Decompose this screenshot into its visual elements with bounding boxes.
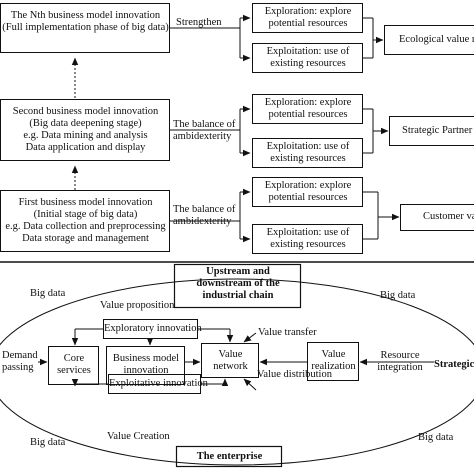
first-innovation-eg2: Data storage and management [22, 233, 149, 244]
nth-explore-box [252, 3, 363, 33]
resource-integration-line1: Resource [380, 350, 420, 361]
strategic-partner-label: Strategic Partner [402, 125, 473, 136]
value-network-line1: Value [218, 349, 243, 360]
nth-explore-line1: Exploration: explore [264, 6, 352, 17]
first-explore-line2: potential resources [268, 192, 348, 203]
first-balance-line1: The balance of [173, 204, 236, 215]
value-proposition-label: Value proposition [100, 300, 175, 311]
bmi-box [106, 346, 185, 385]
second-balance-line1: The balance of [173, 119, 236, 130]
nth-innovation-title: The Nth business model innovation [10, 10, 161, 21]
value-network-line2: network [213, 361, 248, 372]
first-exploit-line2: existing resources [270, 239, 346, 250]
first-innovation-box [0, 190, 170, 252]
upstream-line2: downstream of the [196, 278, 280, 289]
second-balance-line2: ambidexterity [173, 131, 232, 142]
big-data-top-left: Big data [30, 288, 66, 299]
value-transfer-label: Value transfer [258, 327, 317, 338]
exploratory-innovation-label: Exploratory innovation [104, 323, 202, 334]
first-exploit-line1: Exploitation: use of [266, 227, 350, 238]
customer-value-label: Customer val [423, 211, 474, 222]
core-services-line1: Core [63, 353, 85, 364]
second-explore-box [252, 94, 363, 124]
nth-exploit-line2: existing resources [270, 58, 346, 69]
first-balance-line2: ambidexterity [173, 216, 232, 227]
second-exploit-box [252, 138, 363, 168]
value-realization-box [307, 342, 359, 381]
enterprise-label: The enterprise [196, 451, 263, 462]
upstream-box [173, 263, 302, 309]
second-exploit-line1: Exploitation: use of [266, 141, 350, 152]
big-data-bottom-right: Big data [418, 432, 454, 443]
value-distribution-label: Value distribution [257, 369, 332, 380]
bmi-line2: innovation [123, 365, 169, 376]
enterprise-ellipse [0, 278, 474, 466]
second-exploit-line2: existing resources [270, 153, 346, 164]
bmi-line1: Business model [112, 353, 180, 364]
nth-exploit-line1: Exploitation: use of [266, 46, 350, 57]
first-innovation-title: First business model innovation [18, 197, 153, 208]
nth-explore-line2: potential resources [268, 18, 348, 29]
big-data-bottom-left: Big data [30, 437, 66, 448]
first-explore-line1: Exploration: explore [264, 180, 352, 191]
first-innovation-stage: (Initial stage of big data) [33, 209, 138, 220]
second-innovation-eg2: Data application and display [25, 142, 146, 153]
second-innovation-stage: (Big data deepening stage) [29, 118, 142, 129]
upstream-line1: Upstream and [206, 266, 270, 277]
value-network-box [201, 343, 259, 378]
value-creation-label: Value Creation [107, 431, 170, 442]
strengthen-label: Strengthen [176, 17, 222, 28]
ecological-value-box [384, 25, 474, 55]
upstream-line3: industrial chain [202, 290, 274, 301]
big-data-top-right: Big data [380, 290, 416, 301]
nth-exploit-box [252, 43, 363, 73]
demand-line2: passing [2, 362, 34, 373]
ecological-value-label: Ecological value r [399, 34, 474, 45]
value-realization-line2: realization [311, 361, 356, 372]
first-exploit-box [252, 224, 363, 254]
second-innovation-eg1: e.g. Data mining and analysis [23, 130, 148, 141]
nth-innovation-subtitle: (Full implementation phase of big data) [2, 22, 169, 33]
value-realization-line1: Value [321, 349, 346, 360]
second-explore-line1: Exploration: explore [264, 97, 352, 108]
demand-line1: Demand [2, 350, 38, 361]
exploitative-innovation-label: Exploitative innovation [109, 378, 208, 389]
enterprise-box [175, 445, 283, 468]
nth-innovation-box [0, 3, 170, 53]
strategic-label: Strategic I [434, 359, 474, 370]
first-innovation-eg1: e.g. Data collection and preprocessing [5, 221, 166, 232]
resource-integration-line2: integration [377, 362, 423, 373]
second-innovation-title: Second business model innovation [12, 106, 159, 117]
first-explore-box [252, 177, 363, 207]
second-explore-line2: potential resources [268, 109, 348, 120]
strategic-partner-box [389, 116, 474, 146]
core-services-line2: services [57, 365, 91, 376]
second-innovation-box [0, 99, 170, 161]
customer-value-box [400, 204, 474, 231]
